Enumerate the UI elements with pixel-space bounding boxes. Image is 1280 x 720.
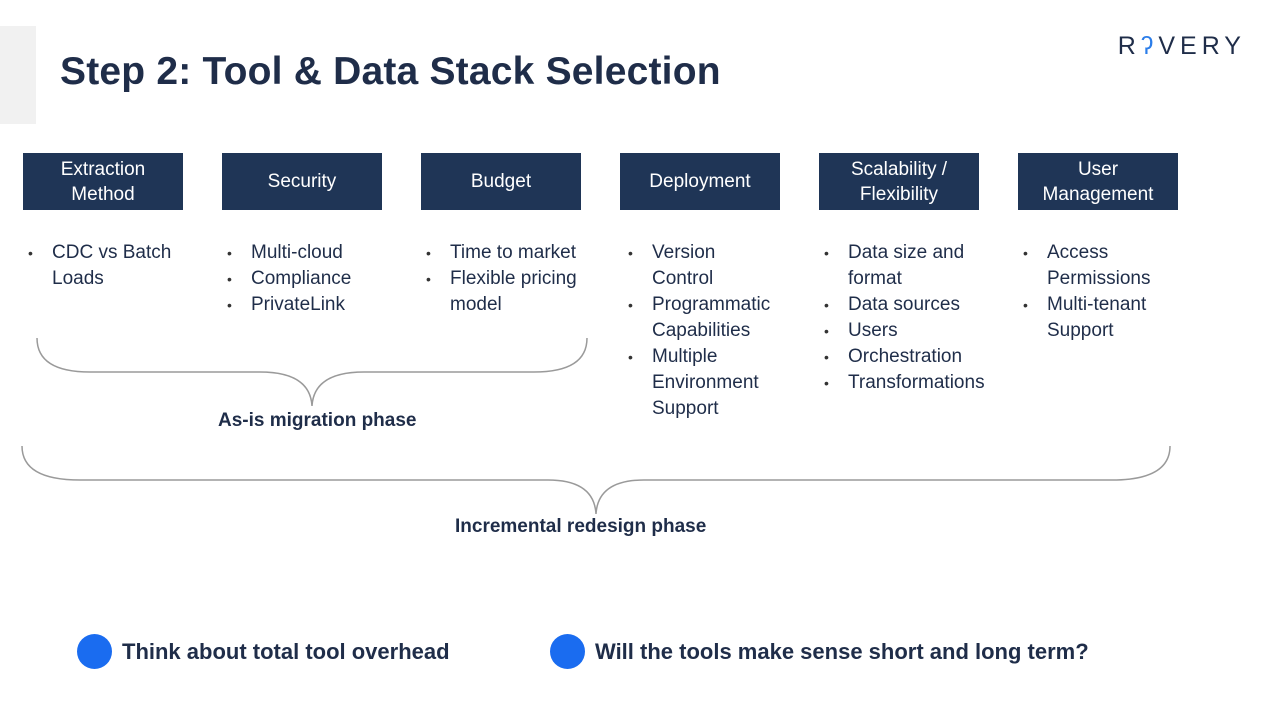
- list-item: Multiple Environment Support: [624, 344, 770, 422]
- takeaway-text: Will the tools make sense short and long…: [595, 638, 1089, 664]
- takeaway-overhead: Think about total tool overhead: [77, 634, 450, 669]
- category-deployment: Deployment: [620, 153, 780, 210]
- list-item: Transformations: [820, 370, 985, 396]
- list-item: Users: [820, 318, 985, 344]
- logo-text-end: VERY: [1158, 32, 1246, 60]
- blue-dot-icon: [550, 634, 585, 669]
- as-is-phase-label: As-is migration phase: [218, 410, 417, 431]
- security-list: Multi-cloud Compliance PrivateLink: [223, 240, 351, 318]
- incremental-phase-label: Incremental redesign phase: [455, 516, 707, 537]
- extraction-method-list: CDC vs Batch Loads: [24, 240, 171, 292]
- list-item: PrivateLink: [223, 292, 351, 318]
- list-item: Programmatic Capabilities: [624, 292, 770, 344]
- slide-title: Step 2: Tool & Data Stack Selection: [60, 50, 721, 93]
- corner-accent-strip: [0, 26, 36, 124]
- as-is-brace: [36, 337, 588, 407]
- deployment-list: Version Control Programmatic Capabilitie…: [624, 240, 770, 422]
- logo-mark: ʔ: [1140, 32, 1159, 60]
- list-item: Flexible pricing model: [422, 266, 577, 318]
- list-item: Multi-tenant Support: [1019, 292, 1150, 344]
- rivery-logo: RʔVERY: [1118, 32, 1246, 61]
- list-item: Data size and format: [820, 240, 985, 292]
- category-user-management: User Management: [1018, 153, 1178, 210]
- list-item: CDC vs Batch Loads: [24, 240, 171, 292]
- user-management-list: Access Permissions Multi-tenant Support: [1019, 240, 1150, 344]
- incremental-brace: [21, 445, 1171, 515]
- list-item: Multi-cloud: [223, 240, 351, 266]
- list-item: Version Control: [624, 240, 770, 292]
- scalability-list: Data size and format Data sources Users …: [820, 240, 985, 396]
- takeaway-term: Will the tools make sense short and long…: [550, 634, 1089, 669]
- category-extraction-method: Extraction Method: [23, 153, 183, 210]
- list-item: Data sources: [820, 292, 985, 318]
- category-budget: Budget: [421, 153, 581, 210]
- list-item: Orchestration: [820, 344, 985, 370]
- budget-list: Time to market Flexible pricing model: [422, 240, 577, 318]
- category-security: Security: [222, 153, 382, 210]
- takeaway-text: Think about total tool overhead: [122, 638, 450, 664]
- list-item: Compliance: [223, 266, 351, 292]
- list-item: Time to market: [422, 240, 577, 266]
- category-scalability: Scalability / Flexibility: [819, 153, 979, 210]
- list-item: Access Permissions: [1019, 240, 1150, 292]
- logo-text-start: R: [1117, 32, 1141, 60]
- blue-dot-icon: [77, 634, 112, 669]
